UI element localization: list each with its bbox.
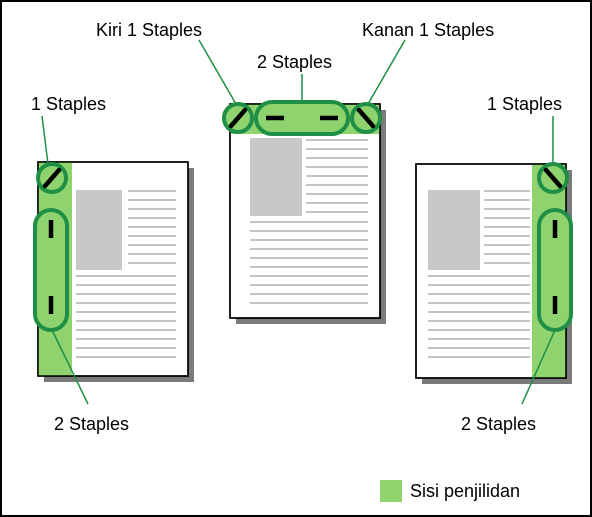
left-top-label: 1 Staples (31, 94, 106, 114)
legend: Sisi penjilidan (380, 480, 520, 502)
legend-label: Sisi penjilidan (410, 481, 520, 501)
right-bottom-pointer (521, 329, 556, 405)
right-top-label: 1 Staples (487, 94, 562, 114)
left-corner-staple (42, 167, 62, 189)
right-bottom-label: 2 Staples (461, 414, 536, 434)
right-image-block (428, 190, 480, 270)
center-right-staple (356, 107, 376, 129)
center-right-pointer (367, 39, 406, 105)
center-left-staple (228, 107, 248, 129)
left-two-staples-ring (33, 208, 69, 332)
center-left-pointer (198, 39, 237, 105)
center-image-block (250, 138, 302, 216)
center-middle-label: 2 Staples (257, 52, 332, 72)
right-corner-staple (543, 167, 563, 189)
left-page (33, 115, 194, 405)
left-bottom-label: 2 Staples (54, 414, 129, 434)
left-image-block (76, 190, 122, 270)
legend-swatch (380, 480, 402, 502)
right-page (415, 116, 573, 405)
center-text-lines (250, 139, 368, 304)
right-text-lines (428, 190, 530, 358)
center-left-label: Kiri 1 Staples (96, 20, 202, 40)
center-page (198, 39, 406, 324)
center-right-label: Kanan 1 Staples (362, 20, 494, 40)
left-bottom-pointer (51, 329, 89, 405)
left-top-pointer (41, 115, 49, 165)
left-text-lines (76, 190, 176, 358)
